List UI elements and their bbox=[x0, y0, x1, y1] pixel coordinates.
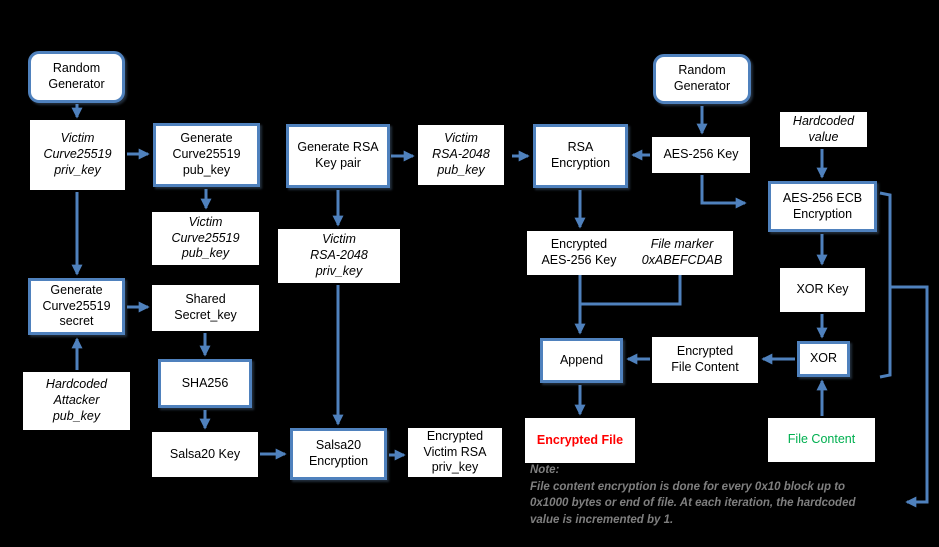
generate-rsa-key-pair-label: Generate RSA Key pair bbox=[297, 140, 379, 170]
random-generator-left-box: Random Generator bbox=[28, 51, 125, 103]
random-generator-left-label: Random Generator bbox=[48, 61, 105, 91]
victim-rsa-2048-pub-key-label: Victim RSA-2048 pub_key bbox=[432, 131, 490, 177]
encrypted-aes-256-key-box: Encrypted AES-256 Key bbox=[527, 231, 631, 275]
generate-curve25519-pub-key-box: Generate Curve25519 pub_key bbox=[153, 123, 260, 187]
arrow-loop-to-note bbox=[890, 285, 929, 508]
hardcoded-attacker-pub-key-label: Hardcoded Attacker pub_key bbox=[45, 377, 108, 423]
shared-secret-key-label: Shared Secret_key bbox=[174, 292, 237, 322]
hardcoded-value-box: Hardcoded value bbox=[780, 112, 867, 147]
victim-rsa-2048-priv-key-label: Victim RSA-2048 priv_key bbox=[310, 232, 368, 278]
encrypted-file-box: Encrypted File bbox=[525, 418, 635, 463]
note-title: Note: bbox=[530, 464, 560, 476]
line-file-marker-join bbox=[581, 275, 682, 306]
victim-curve25519-priv-key-box: Victim Curve25519 priv_key bbox=[30, 120, 125, 190]
random-generator-right-box: Random Generator bbox=[653, 54, 751, 104]
rsa-encryption-label: RSA Encryption bbox=[550, 140, 611, 170]
victim-curve25519-pub-key-box: Victim Curve25519 pub_key bbox=[152, 212, 259, 265]
xor-key-label: XOR Key bbox=[796, 282, 849, 297]
rsa-encryption-box: RSA Encryption bbox=[533, 124, 628, 188]
sha256-label: SHA256 bbox=[181, 375, 229, 390]
sha256-box: SHA256 bbox=[158, 359, 252, 408]
bracket-ecb-to-xor bbox=[879, 191, 892, 379]
note-body: File content encryption is done for ever… bbox=[530, 480, 856, 527]
salsa20-encryption-box: Salsa20 Encryption bbox=[290, 428, 387, 480]
random-generator-right-label: Random Generator bbox=[673, 63, 731, 93]
victim-curve25519-pub-key-label: Victim Curve25519 pub_key bbox=[171, 214, 240, 261]
encrypted-file-label: Encrypted File bbox=[536, 432, 624, 447]
note: Note: File content encryption is done fo… bbox=[530, 462, 886, 529]
hardcoded-attacker-pub-key-box: Hardcoded Attacker pub_key bbox=[23, 372, 130, 430]
victim-curve25519-priv-key-label: Victim Curve25519 priv_key bbox=[43, 131, 112, 177]
file-content-box: File Content bbox=[768, 418, 875, 462]
salsa20-encryption-label: Salsa20 Encryption bbox=[308, 438, 369, 468]
generate-rsa-key-pair-box: Generate RSA Key pair bbox=[286, 124, 390, 188]
xor-label: XOR bbox=[809, 351, 838, 366]
salsa20-key-box: Salsa20 Key bbox=[152, 432, 258, 477]
generate-curve25519-pub-key-label: Generate Curve25519 pub_key bbox=[172, 131, 241, 177]
xor-key-box: XOR Key bbox=[780, 268, 865, 312]
hardcoded-value-label: Hardcoded value bbox=[792, 113, 855, 144]
xor-box: XOR bbox=[797, 341, 850, 377]
encrypted-file-content-box: Encrypted File Content bbox=[652, 337, 758, 383]
arrow-aes-key-to-ecb-encryption bbox=[700, 175, 747, 209]
victim-rsa-2048-pub-key-box: Victim RSA-2048 pub_key bbox=[418, 125, 504, 185]
append-box: Append bbox=[540, 338, 623, 383]
append-label: Append bbox=[559, 352, 604, 367]
aes-256-key-box: AES-256 Key bbox=[652, 137, 750, 173]
encrypted-aes-256-key-label: Encrypted AES-256 Key bbox=[541, 237, 617, 267]
encrypted-victim-rsa-priv-key-label: Encrypted Victim RSA priv_key bbox=[423, 428, 487, 475]
aes-256-key-label: AES-256 Key bbox=[663, 147, 739, 162]
aes-256-ecb-encryption-label: AES-256 ECB Encryption bbox=[782, 190, 863, 221]
salsa20-key-label: Salsa20 Key bbox=[169, 446, 241, 461]
file-marker-0xabefcdab-box: File marker 0xABEFCDAB bbox=[631, 231, 733, 275]
shared-secret-key-box: Shared Secret_key bbox=[152, 285, 259, 331]
file-content-label: File Content bbox=[787, 432, 856, 447]
generate-curve25519-secret-label: Generate Curve25519 secret bbox=[42, 282, 111, 329]
encrypted-file-content-label: Encrypted File Content bbox=[671, 344, 739, 374]
generate-curve25519-secret-box: Generate Curve25519 secret bbox=[28, 278, 125, 335]
aes-256-ecb-encryption-box: AES-256 ECB Encryption bbox=[768, 181, 877, 232]
encrypted-victim-rsa-priv-key-box: Encrypted Victim RSA priv_key bbox=[408, 428, 502, 477]
victim-rsa-2048-priv-key-box: Victim RSA-2048 priv_key bbox=[278, 229, 400, 283]
file-marker-0xabefcdab-label: File marker 0xABEFCDAB bbox=[641, 237, 723, 267]
